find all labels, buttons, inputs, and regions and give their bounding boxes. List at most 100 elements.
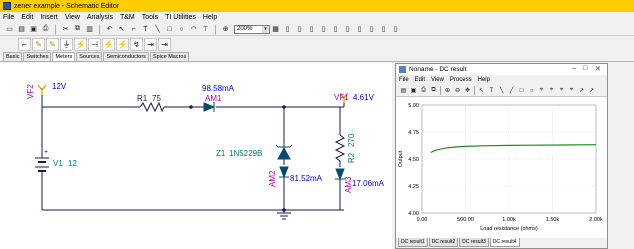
line-icon[interactable]: ╲ xyxy=(155,26,160,33)
sheet-icon[interactable]: ▯ xyxy=(381,26,386,33)
menu-tools[interactable]: Tools xyxy=(141,14,159,21)
cursor-icon[interactable]: ⌖ xyxy=(549,87,554,93)
sheet-icon[interactable]: ▯ xyxy=(321,26,326,33)
tab-sources[interactable]: Sources xyxy=(76,52,103,61)
switch-icon[interactable]: ↯ xyxy=(130,38,143,51)
y-axis-label: Output xyxy=(398,150,404,167)
copy-icon[interactable]: ⧉ xyxy=(75,25,80,32)
schematic-canvas[interactable]: VF2 12V R1 75 98.58mA AM1 VF1 4.61V + V1… xyxy=(0,63,392,249)
graph-menu-view[interactable]: View xyxy=(431,77,444,83)
marker-icon[interactable]: ↗ xyxy=(588,88,595,94)
zoom-out-icon[interactable]: ⊖ xyxy=(454,88,461,94)
menu-tm[interactable]: T&M xyxy=(119,14,135,21)
cursor-icon[interactable]: ⌖ xyxy=(539,87,544,93)
tab-spice-macros[interactable]: Spice Macros xyxy=(149,52,190,61)
marker-icon[interactable]: ↗ xyxy=(578,88,585,94)
ground-icon[interactable]: ⏚ xyxy=(60,38,73,51)
graph-app-icon xyxy=(399,66,406,73)
cut-icon[interactable]: ✂ xyxy=(62,26,69,33)
menu-edit[interactable]: Edit xyxy=(21,14,34,21)
zoom-select[interactable]: 200% ▾ xyxy=(234,24,270,34)
tab-dc-result1[interactable]: DC result1 xyxy=(398,238,428,247)
arrow-right-icon[interactable]: ⇥ xyxy=(144,38,157,51)
vf2-value-label: 12V xyxy=(52,82,67,91)
rect-icon[interactable]: □ xyxy=(167,25,172,33)
graph-menu-help[interactable]: Help xyxy=(477,77,490,83)
sheet-icon[interactable]: ▯ xyxy=(297,26,302,33)
tab-meters[interactable]: Meters xyxy=(52,52,76,61)
rect-icon[interactable]: □ xyxy=(519,87,524,94)
graph-menu-process[interactable]: Process xyxy=(449,77,472,83)
inductor-icon[interactable]: ⚡ xyxy=(116,38,129,51)
line-icon[interactable]: ╱ xyxy=(509,88,514,94)
text-icon[interactable]: T xyxy=(489,87,494,94)
tab-semiconductors[interactable]: Semiconductors xyxy=(103,52,149,61)
wire-icon[interactable]: ⌐ xyxy=(131,25,136,33)
minimize-icon[interactable]: – xyxy=(572,65,576,72)
save-icon[interactable]: ▣ xyxy=(410,88,417,94)
arc-icon[interactable]: ◠ xyxy=(190,26,197,33)
undo-icon[interactable]: ↶ xyxy=(106,26,113,33)
sheet-icon[interactable]: ▯ xyxy=(285,26,290,33)
r2-name-label: R2 xyxy=(347,152,356,163)
maximize-icon[interactable]: □ xyxy=(583,65,588,72)
meter-icon[interactable]: ⇥ xyxy=(158,38,171,51)
tab-switches[interactable]: Switches xyxy=(23,52,52,61)
chevron-down-icon[interactable]: ▾ xyxy=(262,25,269,33)
pin-icon[interactable]: ⊤ xyxy=(202,26,209,33)
tab-basic[interactable]: Basic xyxy=(3,52,23,61)
paste-icon[interactable]: ▥ xyxy=(86,26,93,33)
select-arrow-icon[interactable]: ↖ xyxy=(478,88,485,94)
line-icon[interactable]: ╲ xyxy=(499,88,504,94)
open-folder-icon[interactable]: ▤ xyxy=(18,26,25,33)
tab-dc-result4[interactable]: DC result4 xyxy=(489,238,520,247)
new-file-icon[interactable]: ▭ xyxy=(6,26,13,33)
probe-icon[interactable]: ✎ xyxy=(46,38,59,51)
tab-dc-result2[interactable]: DC result2 xyxy=(428,238,459,247)
menu-analysis[interactable]: Analysis xyxy=(86,14,113,21)
menu-view[interactable]: View xyxy=(64,14,80,21)
grid-icon[interactable]: ▦ xyxy=(272,26,279,33)
menu-ti-utilities[interactable]: TI Utilities xyxy=(165,14,196,21)
circle-icon[interactable]: ○ xyxy=(529,87,534,94)
select-arrow-icon[interactable]: ↖ xyxy=(118,26,125,33)
text-icon[interactable]: T xyxy=(143,25,148,33)
sheet-icon[interactable]: ▯ xyxy=(393,26,398,33)
close-icon[interactable]: ✕ xyxy=(595,66,601,73)
junction-dot xyxy=(282,208,286,212)
sheet-icon[interactable]: ▯ xyxy=(345,26,350,33)
save-icon[interactable]: ▣ xyxy=(30,26,37,33)
resistor-icon[interactable]: ⊣ xyxy=(88,38,101,51)
sheet-icon[interactable]: ▯ xyxy=(309,26,314,33)
copy-icon[interactable]: ⧉ xyxy=(431,87,436,93)
tab-dc-result3[interactable]: DC result3 xyxy=(459,238,489,247)
menu-file[interactable]: File xyxy=(3,14,15,21)
pointer-icon[interactable]: ⌐ xyxy=(18,38,31,51)
y-tick-label: 4.50 xyxy=(408,157,419,163)
sheet-icon[interactable]: ▯ xyxy=(369,26,374,33)
graph-menu-file[interactable]: File xyxy=(399,77,409,83)
capacitor-icon[interactable]: ⚡ xyxy=(102,38,115,51)
sheet-icon[interactable]: ▯ xyxy=(357,26,362,33)
circle-icon[interactable]: ○ xyxy=(179,25,184,33)
voltmeter-icon[interactable]: ⚡ xyxy=(74,38,87,51)
graph-menu-edit[interactable]: Edit xyxy=(414,77,426,83)
cursor-icon[interactable]: ⌖ xyxy=(569,87,574,93)
am3-ammeter xyxy=(335,168,345,189)
z1-value-label: 1N5229B xyxy=(229,149,263,158)
print-icon[interactable]: ⎙ xyxy=(421,87,426,93)
zoom-icon[interactable]: ⊕ xyxy=(222,26,229,33)
y-tick-label: 4.00 xyxy=(408,211,419,217)
zoom-in-icon[interactable]: ⊕ xyxy=(444,88,451,94)
cursor-icon[interactable]: ⌖ xyxy=(559,87,564,93)
pan-icon[interactable]: ✥ xyxy=(464,88,471,94)
sheet-icon[interactable]: ▯ xyxy=(333,26,338,33)
z1-zener-diode xyxy=(275,143,293,160)
menu-insert[interactable]: Insert xyxy=(40,14,58,21)
print-icon[interactable]: ⎙ xyxy=(42,25,49,32)
open-folder-icon[interactable]: ▤ xyxy=(400,88,407,94)
menu-help[interactable]: Help xyxy=(202,14,218,21)
probe-icon[interactable]: ✎ xyxy=(32,38,45,51)
